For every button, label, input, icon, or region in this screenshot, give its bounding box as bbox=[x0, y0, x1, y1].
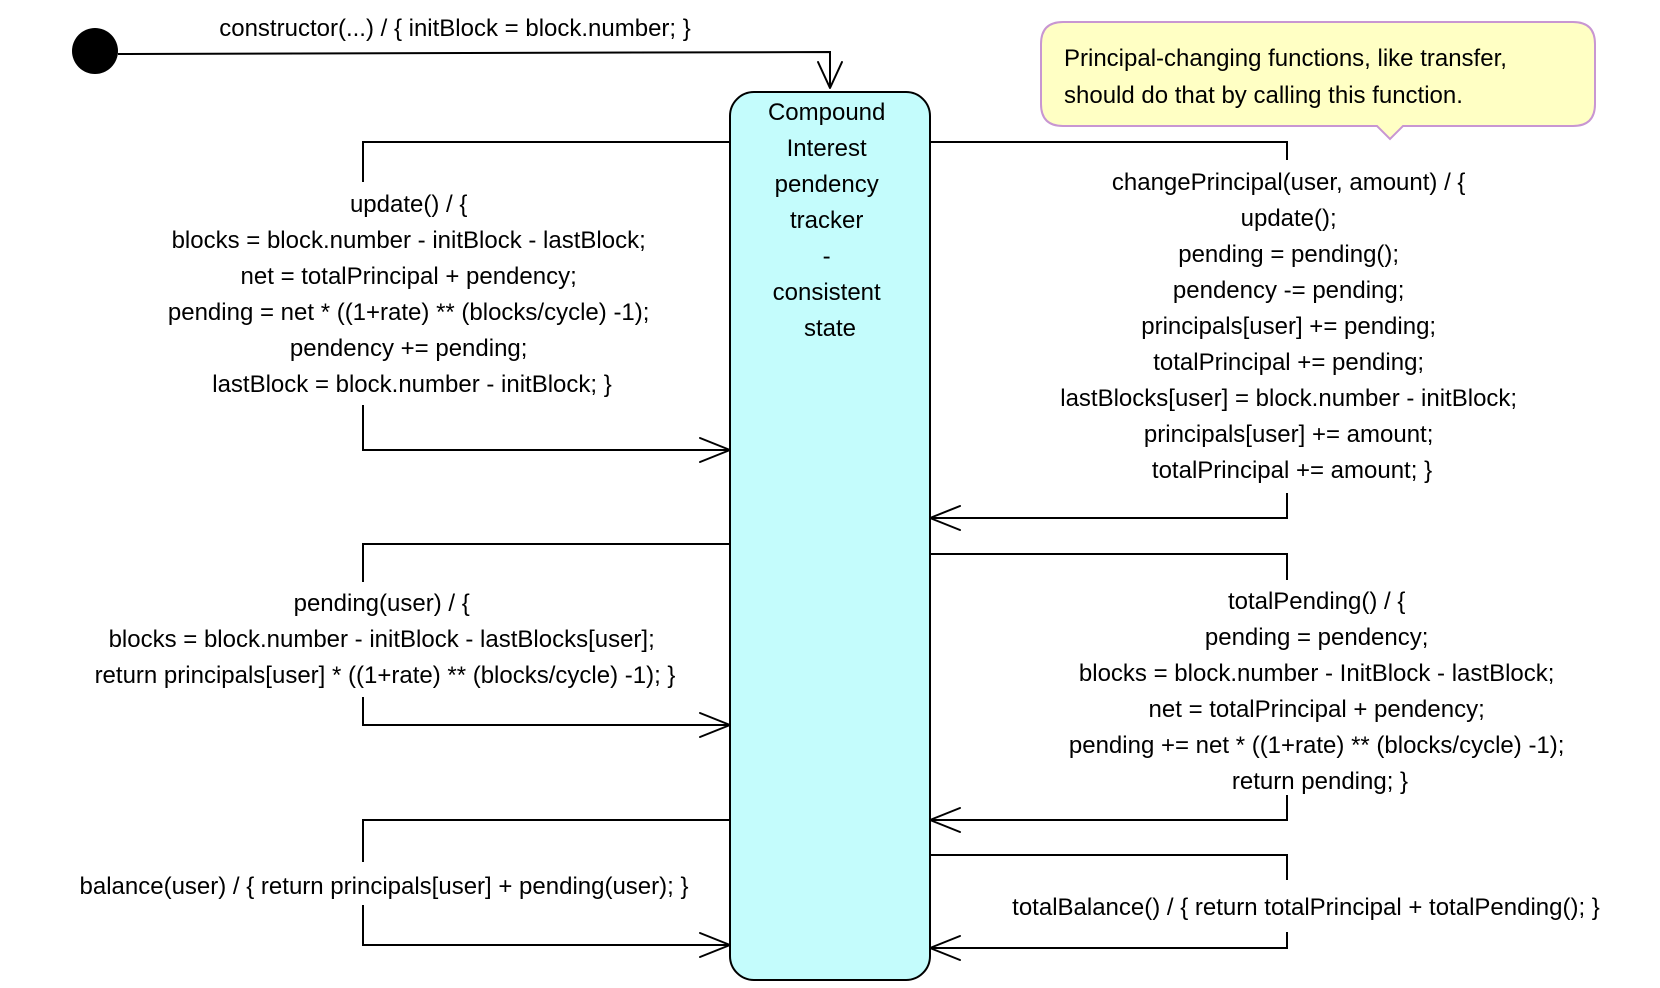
balance-transition-label: balance(user) / { return principals[user… bbox=[80, 873, 689, 900]
total-balance-transition-label: totalBalance() / { return totalPrincipal… bbox=[1012, 894, 1600, 921]
change-principal-transition-line-return bbox=[930, 493, 1288, 519]
balance-transition-arrowhead bbox=[699, 932, 731, 958]
pending-transition-label: pending(user) / { blocks = block.number … bbox=[95, 590, 676, 689]
total-pending-transition-line-return bbox=[930, 795, 1288, 821]
initial-state-dot bbox=[72, 28, 118, 74]
total-balance-transition-line-return bbox=[930, 932, 1288, 949]
total-balance-transition-arrowhead bbox=[929, 935, 961, 961]
update-transition-arrowhead bbox=[699, 437, 731, 463]
note-bubble bbox=[1040, 21, 1596, 141]
initial-transition-line bbox=[117, 50, 831, 88]
change-principal-transition-arrowhead bbox=[929, 505, 961, 531]
total-pending-transition-line bbox=[930, 553, 1288, 580]
initial-transition-label: constructor(...) / { initBlock = block.n… bbox=[219, 15, 691, 42]
initial-transition-arrowhead bbox=[817, 61, 843, 89]
total-balance-transition-line bbox=[930, 854, 1288, 880]
change-principal-transition-label: changePrincipal(user, amount) / { update… bbox=[1060, 169, 1524, 484]
change-principal-transition-line bbox=[930, 141, 1288, 160]
balance-transition-line-return bbox=[362, 905, 730, 946]
state-name: Compound Interest pendency tracker - con… bbox=[768, 99, 892, 342]
note-text: Principal-changing functions, like trans… bbox=[1064, 45, 1514, 109]
balance-transition-line bbox=[362, 819, 730, 862]
consistent-state-box bbox=[729, 91, 931, 981]
total-pending-transition-arrowhead bbox=[929, 807, 961, 833]
pending-transition-line-return bbox=[362, 697, 730, 726]
update-transition-line bbox=[362, 141, 730, 182]
update-transition-label: update() / { blocks = block.number - ini… bbox=[168, 191, 656, 398]
pending-transition-line bbox=[362, 543, 730, 582]
update-transition-line-return bbox=[362, 405, 730, 451]
total-pending-transition-label: totalPending() / { pending = pendency; b… bbox=[1069, 588, 1571, 795]
pending-transition-arrowhead bbox=[699, 712, 731, 738]
